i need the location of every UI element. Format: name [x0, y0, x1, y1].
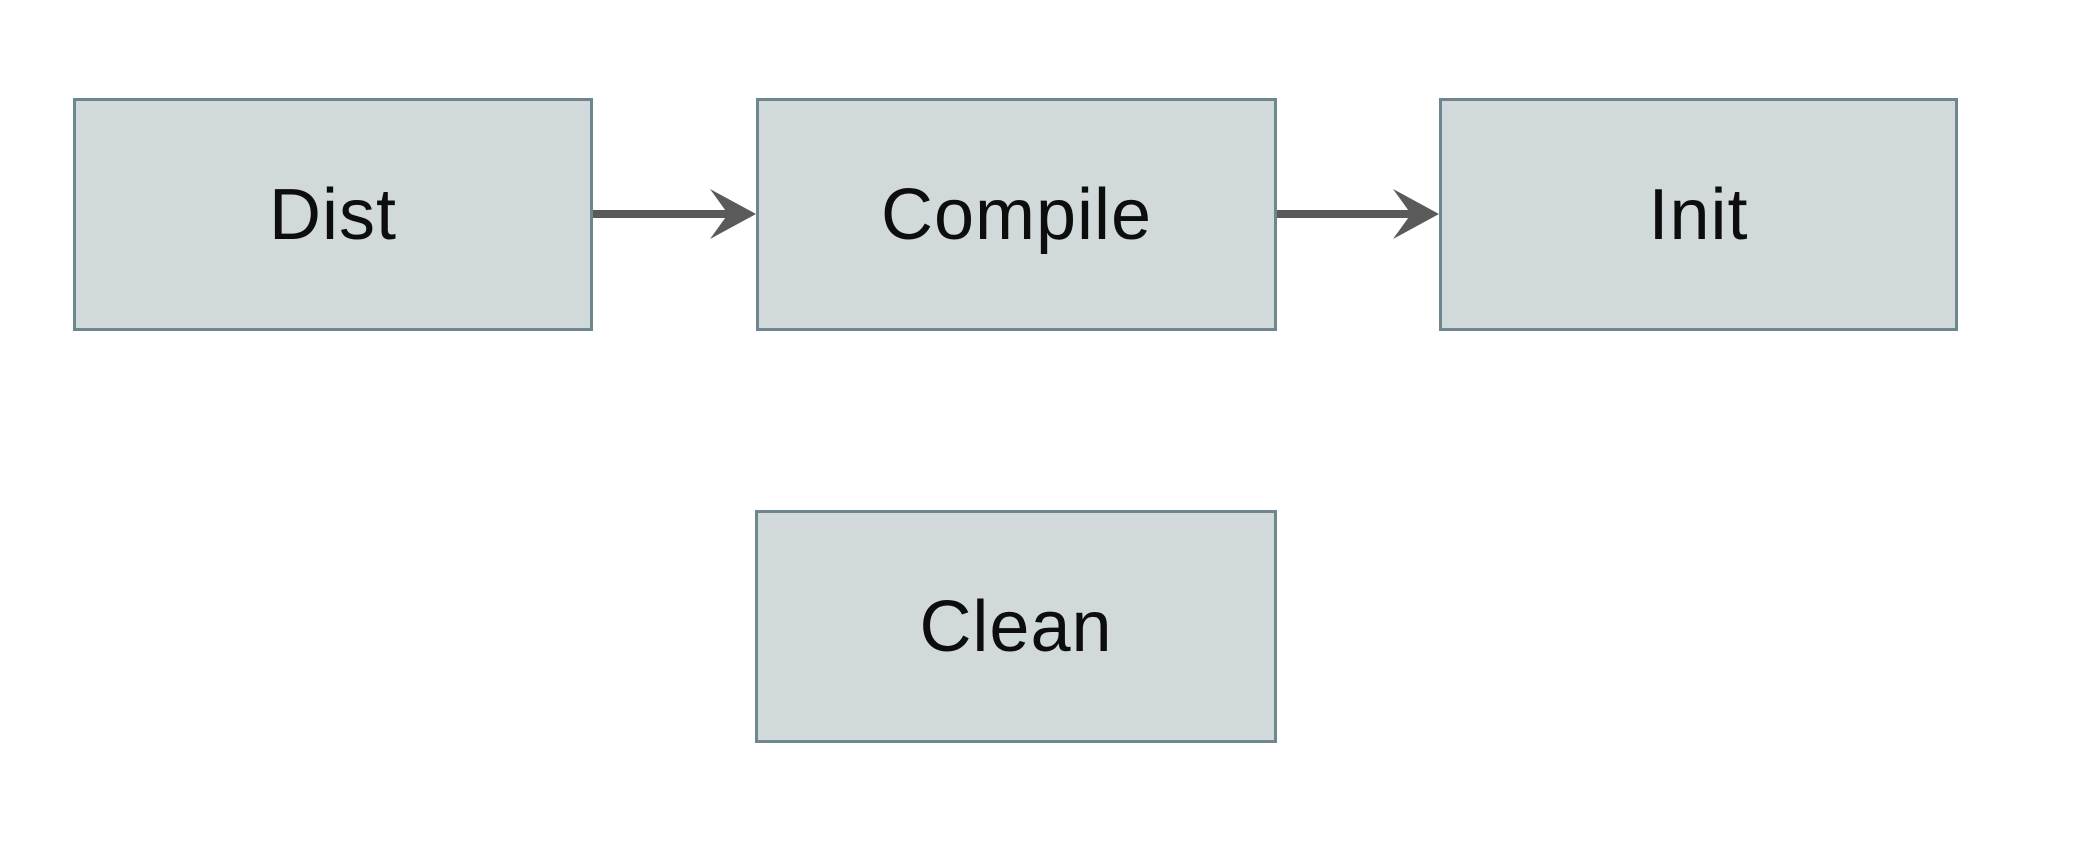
node-init-label: Init — [1648, 174, 1749, 255]
arrow-compile-to-init-icon — [1277, 189, 1439, 239]
node-init: Init — [1439, 98, 1958, 331]
node-clean: Clean — [755, 510, 1277, 743]
arrow-dist-to-compile-icon — [593, 189, 756, 239]
node-compile-label: Compile — [880, 174, 1153, 255]
node-dist-label: Dist — [269, 174, 397, 255]
node-dist: Dist — [73, 98, 593, 331]
node-compile: Compile — [756, 98, 1277, 331]
node-clean-label: Clean — [919, 586, 1113, 667]
